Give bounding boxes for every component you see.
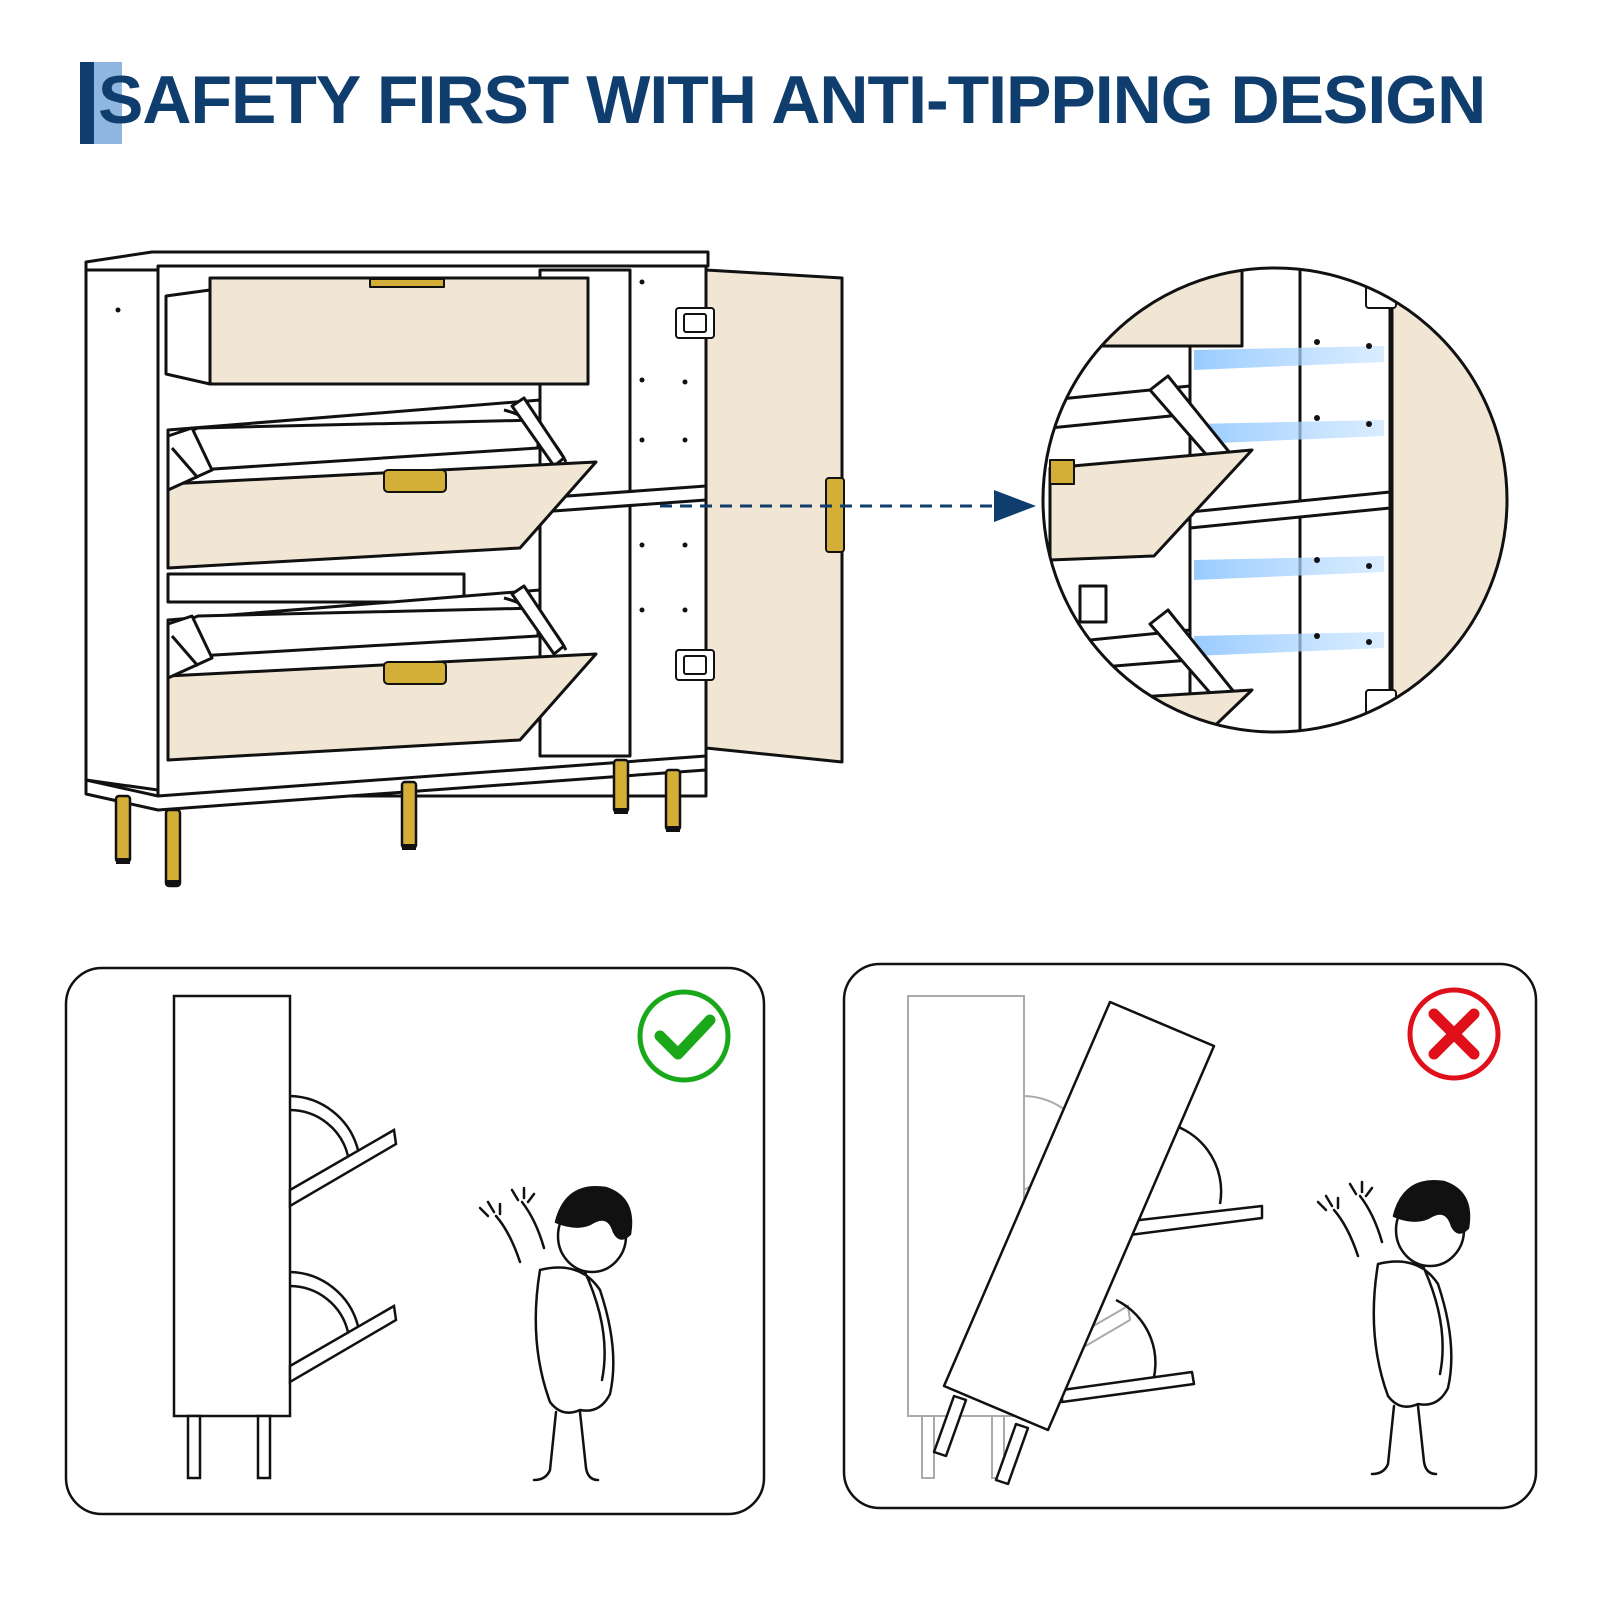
page-header: SAFETY FIRST WITH ANTI-TIPPING DESIGN [80, 58, 1486, 144]
cross-icon [1407, 987, 1501, 1081]
flip-drawer-2-front [166, 652, 598, 762]
upright-cabinet [172, 994, 292, 1418]
shelf-position-highlights [1194, 346, 1384, 656]
panel-incorrect [842, 962, 1538, 1510]
shoe-cabinet-illustration [84, 250, 845, 888]
flip-drawer-2-handle [383, 661, 447, 685]
arrow-head-icon [994, 490, 1036, 522]
cabinet-door [704, 268, 844, 764]
child-figure [478, 1185, 633, 1482]
top-drawer-front [208, 276, 590, 386]
panel-correct [64, 966, 766, 1516]
page-title: SAFETY FIRST WITH ANTI-TIPPING DESIGN [98, 62, 1486, 138]
hinge-bottom [675, 649, 715, 681]
cabinet-base [84, 754, 708, 812]
child-figure-2 [1316, 1179, 1471, 1476]
accent-dark-stripe [80, 62, 94, 144]
accent-light-stripe [94, 62, 122, 144]
cabinet-legs [114, 758, 682, 888]
flip-drawer-1-front [166, 460, 598, 570]
check-icon [637, 989, 731, 1083]
flip-drawer-1-handle [383, 469, 447, 493]
cabinet-left-side [84, 268, 160, 792]
tipping-cabinet [932, 1000, 1264, 1486]
title-accent-bar [80, 62, 122, 144]
tipped-cabinet-body [942, 1000, 1216, 1432]
door-handle [825, 477, 845, 553]
hinge-top [675, 307, 715, 339]
zoom-detail-circle [1041, 266, 1509, 734]
zoom-arrow [660, 490, 1036, 522]
